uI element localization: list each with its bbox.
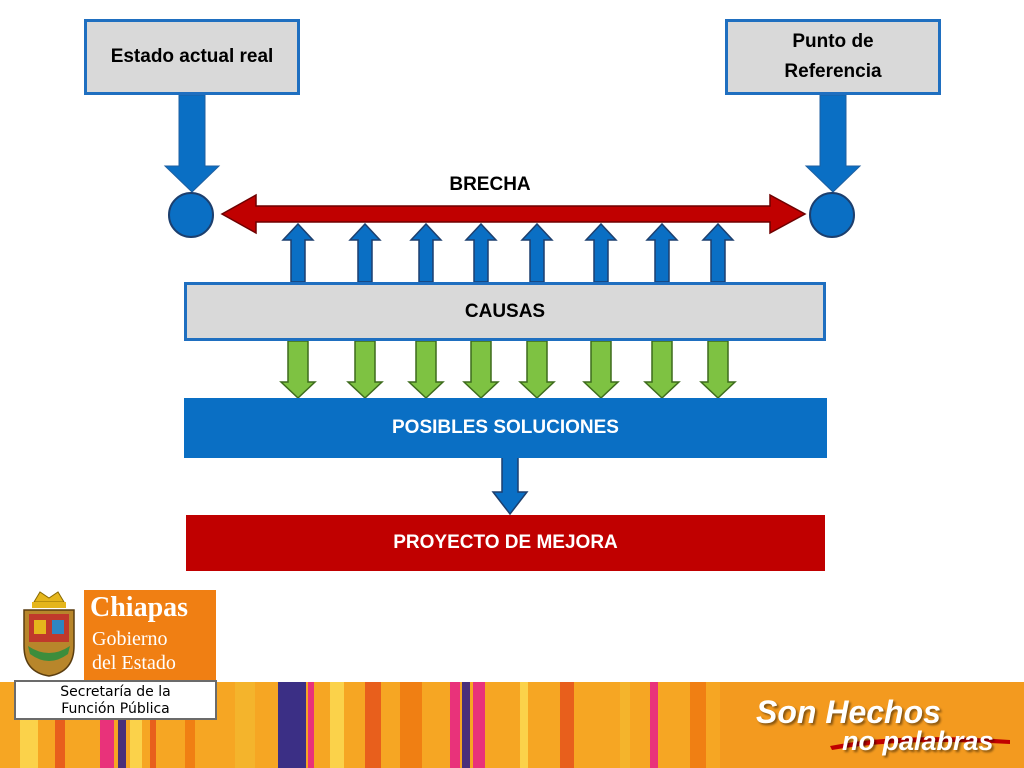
solution-down-arrow bbox=[462, 340, 500, 400]
logo-subtitle-line2: del Estado bbox=[92, 652, 176, 674]
solution-down-arrows bbox=[279, 340, 737, 400]
solutions-to-project-arrow bbox=[491, 456, 529, 516]
department-text: Secretaría de la Función Pública bbox=[60, 684, 171, 717]
current-state-node bbox=[168, 192, 214, 238]
solution-down-arrow bbox=[643, 340, 681, 400]
chiapas-logo-block: Chiapas Gobierno del Estado bbox=[84, 590, 216, 680]
solution-down-arrow bbox=[279, 340, 317, 400]
solution-down-arrow bbox=[699, 340, 737, 400]
current-state-box: Estado actual real bbox=[84, 19, 300, 95]
cause-up-arrow bbox=[701, 222, 735, 283]
cause-up-arrow bbox=[584, 222, 618, 283]
solution-down-arrow bbox=[346, 340, 384, 400]
gap-label: BRECHA bbox=[449, 174, 531, 195]
slogan-line2: no palabras bbox=[842, 726, 994, 756]
cause-up-arrows bbox=[281, 222, 735, 283]
causes-box: CAUSAS bbox=[184, 282, 826, 341]
department-label: Secretaría de la Función Pública bbox=[14, 680, 217, 720]
state-crest-icon bbox=[23, 591, 75, 677]
diagram-canvas bbox=[163, 94, 862, 516]
solution-down-arrow bbox=[518, 340, 556, 400]
solutions-label: POSIBLES SOLUCIONES bbox=[392, 417, 619, 438]
cause-up-arrow bbox=[409, 222, 443, 283]
current-state-label: Estado actual real bbox=[110, 46, 274, 67]
cause-up-arrow bbox=[348, 222, 382, 283]
causes-label: CAUSAS bbox=[464, 300, 546, 322]
cause-up-arrow bbox=[645, 222, 679, 283]
cause-up-arrow bbox=[464, 222, 498, 283]
solution-down-arrow bbox=[407, 340, 445, 400]
cause-up-arrow bbox=[281, 222, 315, 283]
improvement-project-label: PROYECTO DE MEJORA bbox=[393, 532, 618, 553]
logo-title: Chiapas bbox=[90, 592, 189, 623]
reference-point-label: Punto de Referencia bbox=[784, 31, 882, 82]
gap-double-arrow bbox=[220, 193, 807, 235]
cause-up-arrow bbox=[520, 222, 554, 283]
solution-down-arrow bbox=[582, 340, 620, 400]
slogan-line1: Son Hechos bbox=[756, 694, 941, 730]
reference-node bbox=[809, 192, 855, 238]
down-arrow-left bbox=[163, 94, 221, 193]
improvement-project-box: PROYECTO DE MEJORA bbox=[186, 515, 825, 571]
down-arrow-right bbox=[804, 94, 862, 193]
logo-subtitle-line1: Gobierno bbox=[92, 628, 168, 650]
solutions-box: POSIBLES SOLUCIONES bbox=[184, 398, 827, 458]
reference-point-box: Punto de Referencia bbox=[725, 19, 941, 95]
